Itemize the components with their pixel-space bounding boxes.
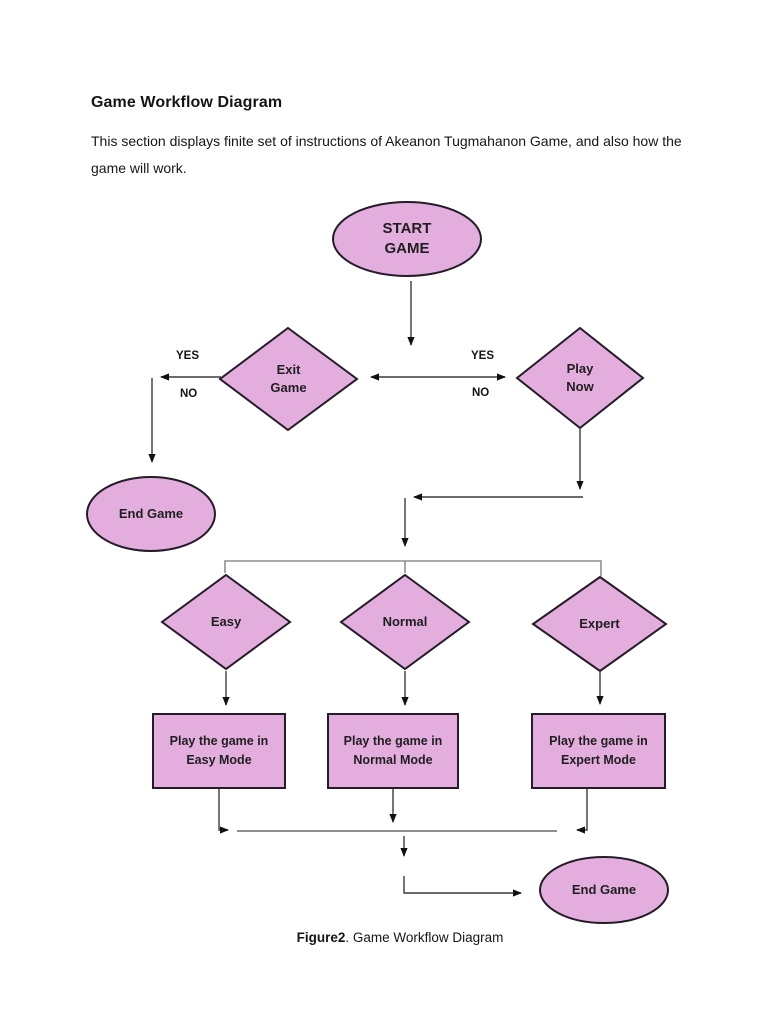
exit-game-label: Exit Game bbox=[270, 362, 307, 395]
intro-paragraph: This section displays finite set of inst… bbox=[91, 133, 682, 176]
end-game-left-ellipse bbox=[86, 476, 216, 552]
play-normal-label: Play the game in Normal Mode bbox=[343, 734, 443, 767]
end-game-left-label: End Game bbox=[118, 506, 184, 522]
end-game-bottom-ellipse bbox=[539, 856, 669, 924]
exit-game-diamond bbox=[218, 326, 359, 432]
connectors bbox=[148, 281, 604, 897]
play-normal-rect bbox=[327, 713, 459, 789]
play-no-label: NO bbox=[472, 387, 490, 399]
easy-label: Easy bbox=[210, 614, 242, 630]
play-expert-label: Play the game in Expert Mode bbox=[549, 734, 648, 767]
page-title: Game Workflow Diagram bbox=[91, 94, 283, 111]
figure-caption-number: Figure2 bbox=[296, 930, 346, 945]
play-now-label: Play Now bbox=[566, 361, 594, 394]
end-game-bottom-label: End Game bbox=[571, 882, 637, 898]
edge-distribution bbox=[224, 560, 602, 576]
expert-label: Expert bbox=[579, 616, 620, 632]
exit-yes-label: YES bbox=[176, 350, 200, 362]
easy-diamond bbox=[160, 573, 292, 671]
edge-to-endgame-bottom bbox=[403, 876, 522, 897]
figure-caption-text: . Game Workflow Diagram bbox=[345, 930, 504, 945]
expert-diamond bbox=[531, 575, 668, 673]
play-expert-rect bbox=[531, 713, 666, 789]
nodes bbox=[86, 201, 669, 924]
edge-expert-branch bbox=[576, 789, 588, 834]
start-game-ellipse bbox=[332, 201, 482, 277]
play-easy-label: Play the game in Easy Mode bbox=[169, 734, 269, 767]
figure-caption: Figure2. Game Workflow Diagram bbox=[32, 930, 768, 945]
play-now-diamond bbox=[515, 326, 645, 430]
play-yes-label: YES bbox=[471, 350, 495, 362]
start-game-label: START GAME bbox=[382, 219, 432, 257]
normal-label: Normal bbox=[382, 614, 428, 630]
normal-diamond bbox=[339, 573, 471, 671]
exit-no-label: NO bbox=[180, 388, 198, 400]
edge-easy-branch bbox=[218, 789, 229, 834]
play-easy-rect bbox=[152, 713, 286, 789]
